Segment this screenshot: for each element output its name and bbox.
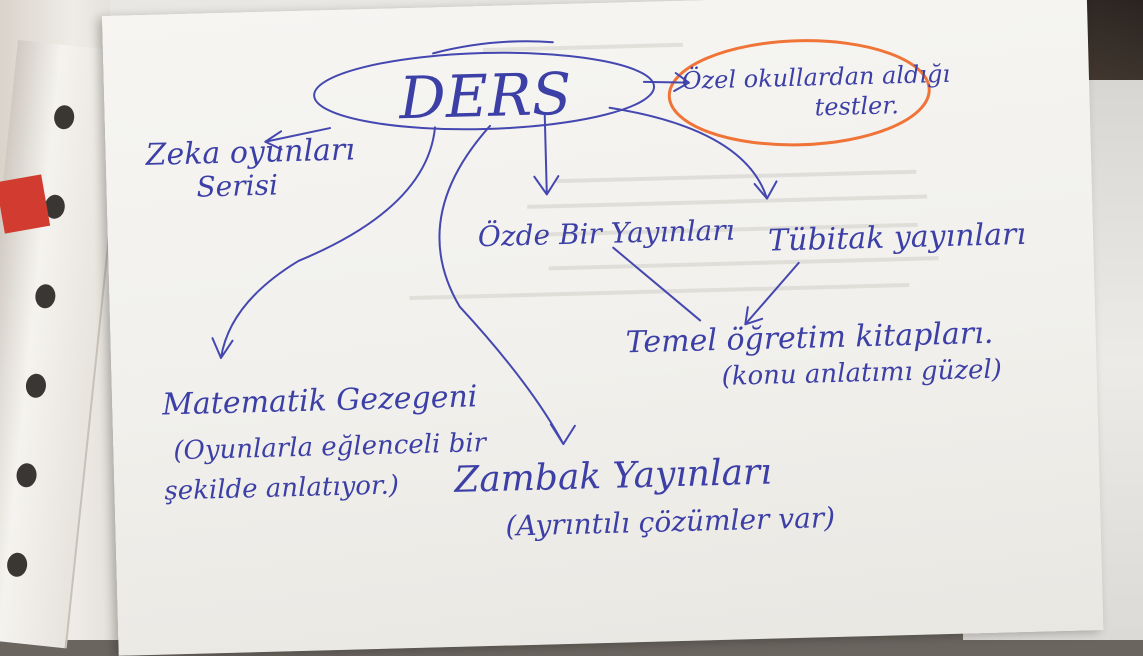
matematik-oyunlarla-label: (Oyunlarla eğlenceli bir [173, 428, 488, 466]
center-label: DERS [397, 60, 572, 133]
handwritten-sheet: DERS Zeka oyunları Serisi Özel okullarda… [102, 0, 1104, 656]
tubitak-yayinlari-label: Tübitak yayınları [768, 217, 1027, 259]
zeka-oyunlari-label: Zeka oyunları [144, 132, 355, 172]
binder-hole [24, 372, 48, 399]
ozde-yayinlari-label: Özde Bir Yayınları [477, 213, 735, 254]
zambak-cozumler-label: (Ayrıntılı çözümler var) [505, 501, 835, 543]
binder-hole [15, 462, 38, 489]
mindmap-drawing: DERS Zeka oyunları Serisi Özel okullarda… [144, 39, 1027, 543]
red-tab [0, 174, 51, 234]
zambak-yayinlari-label: Zambak Yayınları [453, 452, 773, 501]
ellipse-top-stroke [432, 40, 554, 55]
ozel-okul-testler-label: testler. [814, 91, 899, 121]
connector-arrows [211, 72, 800, 446]
binder-hole [52, 104, 76, 131]
matematik-gezegeni-label: Matematik Gezegeni [161, 379, 478, 422]
faint-bleed-text [409, 42, 939, 301]
temel-konu-label: (konu anlatımı güzel) [721, 355, 1002, 392]
zeka-serisi-label: Serisi [196, 168, 278, 203]
center-ellipse [313, 51, 656, 131]
matematik-sekilde-label: şekilde anlatıyor.) [164, 470, 399, 506]
ozel-okul-label: Özel okullardan aldığı [682, 59, 951, 95]
highlight-circle [667, 39, 931, 147]
binder-hole [5, 551, 29, 578]
temel-ogretim-label: Temel öğretim kitapları. [625, 316, 993, 361]
binder-hole [34, 283, 57, 310]
